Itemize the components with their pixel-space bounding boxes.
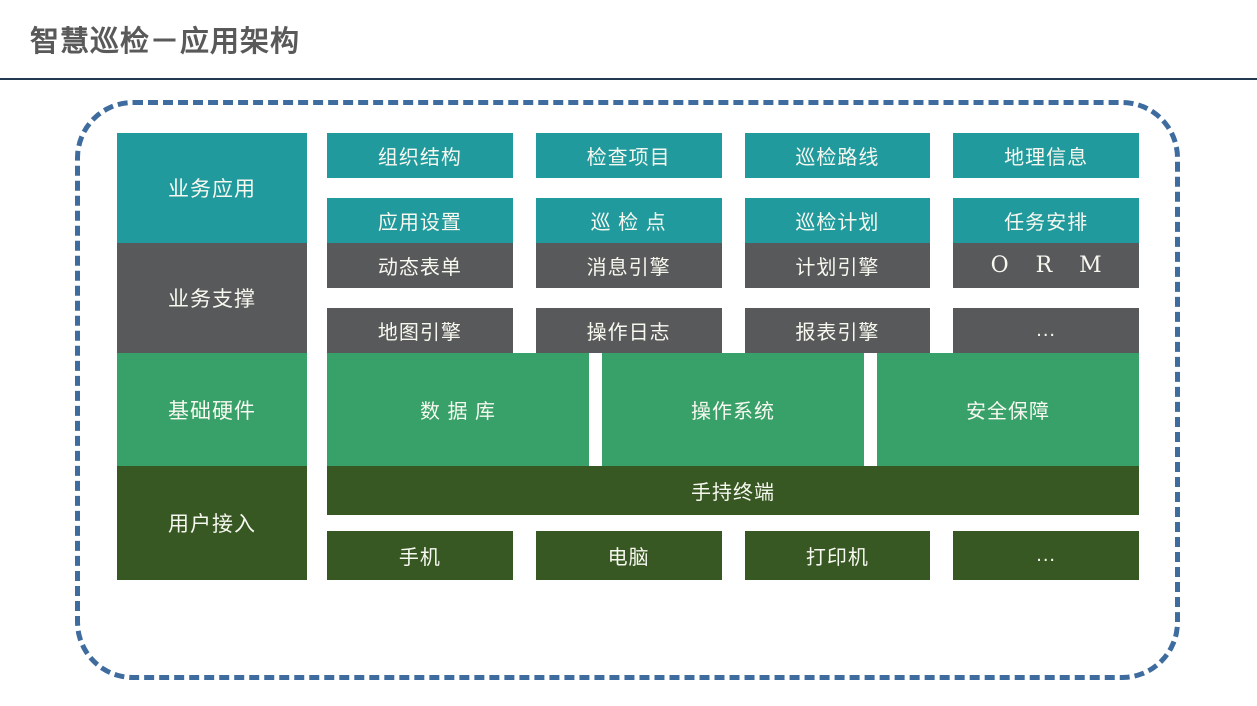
cell-database: 数 据 库 xyxy=(327,353,589,466)
cell-patrol-point: 巡 检 点 xyxy=(535,198,722,243)
cell-security: 安全保障 xyxy=(877,353,1139,466)
cell-mobile-phone: 手机 xyxy=(327,531,513,580)
cell-plan-engine: 计划引擎 xyxy=(744,243,931,288)
layer-business-application: 业务应用 组织结构 检查项目 巡检路线 地理信息 应用设置 巡 检 点 巡检计划… xyxy=(117,133,1139,243)
cell-map-engine: 地图引擎 xyxy=(327,308,513,353)
layer-label-business-application: 业务应用 xyxy=(117,133,307,243)
cell-operating-system: 操作系统 xyxy=(602,353,864,466)
cell-computer: 电脑 xyxy=(535,531,722,580)
layer-label-user-access: 用户接入 xyxy=(117,466,307,580)
cell-printer: 打印机 xyxy=(744,531,931,580)
layer-business-support-grid: 动态表单 消息引擎 计划引擎 O R M 地图引擎 操作日志 报表引擎 ... xyxy=(327,243,1139,353)
layer-user-access-grid: 手机 电脑 打印机 ... xyxy=(327,531,1139,580)
layer-base-hardware: 基础硬件 数 据 库 操作系统 安全保障 xyxy=(117,353,1139,466)
cell-message-engine: 消息引擎 xyxy=(535,243,722,288)
page-title: 智慧巡检－应用架构 xyxy=(30,26,301,58)
layer-user-access-content: 手持终端 手机 电脑 打印机 ... xyxy=(327,466,1139,580)
layer-label-base-hardware: 基础硬件 xyxy=(117,353,307,466)
layer-user-access: 用户接入 手持终端 手机 电脑 打印机 ... xyxy=(117,466,1139,580)
cell-dynamic-form: 动态表单 xyxy=(327,243,513,288)
cell-org-structure: 组织结构 xyxy=(327,133,513,178)
cell-patrol-plan: 巡检计划 xyxy=(744,198,931,243)
cell-support-more: ... xyxy=(953,308,1139,353)
cell-orm: O R M xyxy=(953,243,1139,288)
cell-check-items: 检查项目 xyxy=(535,133,722,178)
title-divider xyxy=(0,78,1257,80)
layer-base-hardware-grid: 数 据 库 操作系统 安全保障 xyxy=(327,353,1139,466)
cell-app-settings: 应用设置 xyxy=(327,198,513,243)
cell-handheld-terminal: 手持终端 xyxy=(327,466,1139,515)
cell-operation-log: 操作日志 xyxy=(535,308,722,353)
layer-business-support: 业务支撑 动态表单 消息引擎 计划引擎 O R M 地图引擎 操作日志 报表引擎… xyxy=(117,243,1139,353)
layer-label-business-support: 业务支撑 xyxy=(117,243,307,353)
architecture-dashed-container: 业务应用 组织结构 检查项目 巡检路线 地理信息 应用设置 巡 检 点 巡检计划… xyxy=(75,100,1180,680)
cell-access-more: ... xyxy=(953,531,1139,580)
cell-patrol-route: 巡检路线 xyxy=(744,133,931,178)
cell-report-engine: 报表引擎 xyxy=(744,308,931,353)
layer-business-application-grid: 组织结构 检查项目 巡检路线 地理信息 应用设置 巡 检 点 巡检计划 任务安排 xyxy=(327,133,1139,243)
cell-geo-info: 地理信息 xyxy=(953,133,1139,178)
cell-task-schedule: 任务安排 xyxy=(953,198,1139,243)
